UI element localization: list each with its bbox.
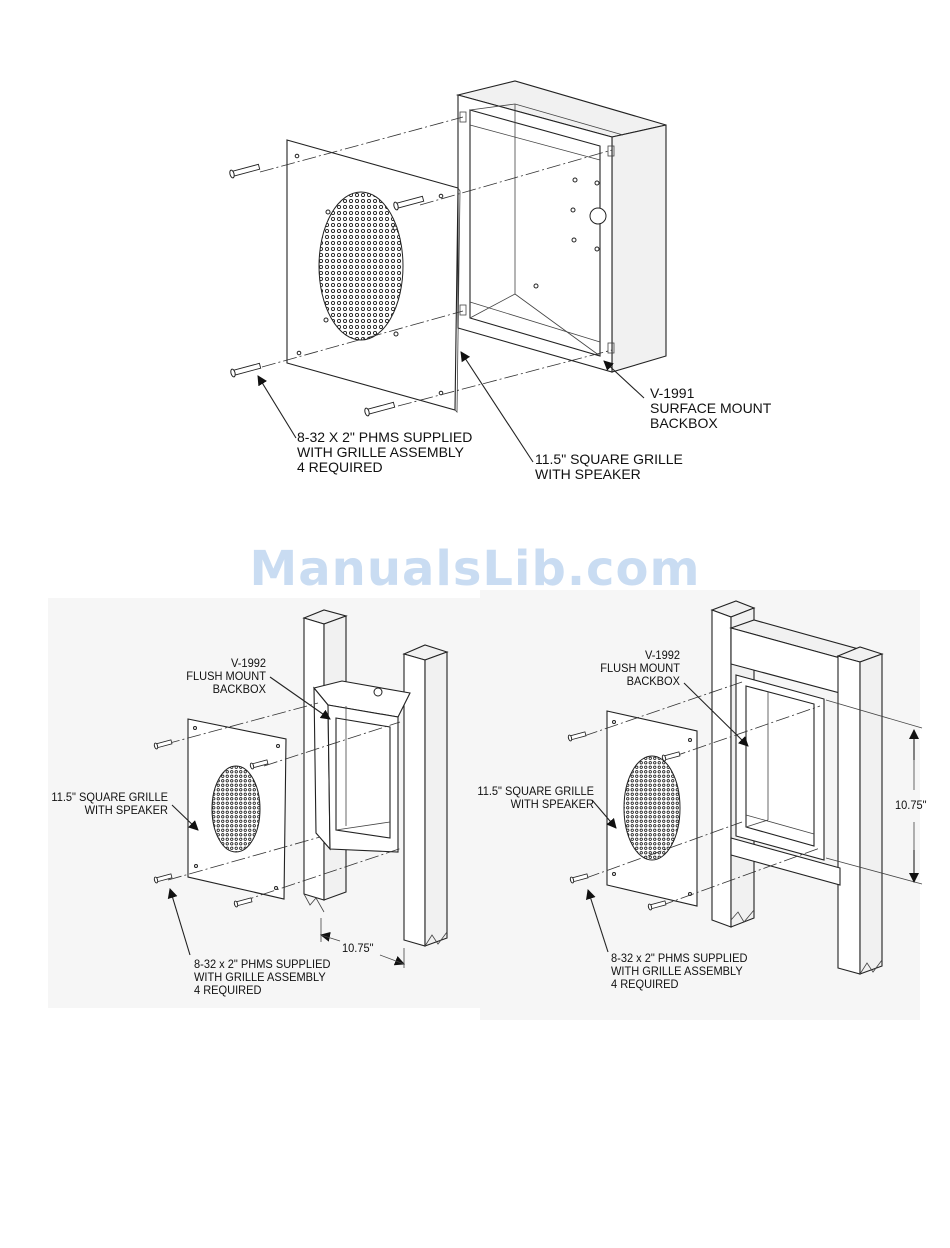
- bl-screws-label: 8-32 x 2" PHMS SUPPLIED WITH GRILLE ASSE…: [194, 957, 331, 997]
- top-backbox-label: V-1991 SURFACE MOUNT BACKBOX: [650, 385, 772, 431]
- surface-mount-backbox: [455, 80, 667, 373]
- br-screws-label: 8-32 x 2" PHMS SUPPLIED WITH GRILLE ASSE…: [611, 951, 748, 991]
- top-view: [229, 80, 667, 463]
- top-screws-label: 8-32 X 2" PHMS SUPPLIED WITH GRILLE ASSE…: [297, 429, 473, 475]
- bottom-left-view: [153, 609, 449, 968]
- screws-top: [229, 163, 425, 417]
- br-backbox-label: V-1992 FLUSH MOUNT BACKBOX: [600, 648, 680, 688]
- watermark: ManualsLib.com: [249, 541, 701, 597]
- br-grille-label: 11.5" SQUARE GRILLE WITH SPEAKER: [477, 784, 594, 811]
- bl-backbox-label: V-1992 FLUSH MOUNT BACKBOX: [186, 656, 266, 696]
- square-grille: [286, 139, 461, 413]
- bottom-right-view: [567, 600, 923, 975]
- bl-dimension-label: 10.75": [342, 941, 374, 955]
- top-grille-label: 11.5" SQUARE GRILLE WITH SPEAKER: [535, 451, 683, 482]
- bl-grille-label: 11.5" SQUARE GRILLE WITH SPEAKER: [51, 790, 168, 817]
- br-dimension-label: 10.75": [895, 798, 927, 812]
